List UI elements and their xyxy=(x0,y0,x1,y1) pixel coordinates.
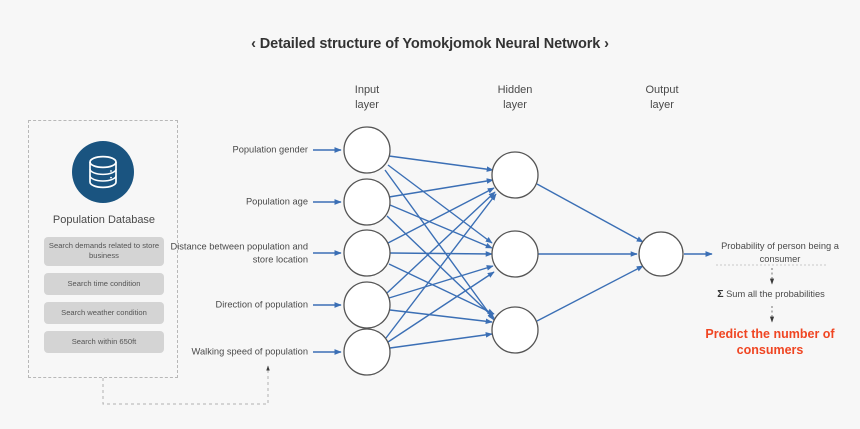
hidden-node-2 xyxy=(491,230,539,278)
input-node-2 xyxy=(343,178,391,226)
sigma-icon: Σ xyxy=(717,288,724,300)
hidden-node-3 xyxy=(491,306,539,354)
predict-consumers-label: Predict the number of consumers xyxy=(705,327,835,358)
input-layer-heading-line1: Input xyxy=(354,84,380,96)
probability-label: Probability of person being a consumer xyxy=(721,241,839,265)
query-chip-time[interactable]: Search time condition xyxy=(44,272,164,295)
output-node xyxy=(638,231,684,277)
page-title: ‹ Detailed structure of Yomokjomok Neura… xyxy=(251,36,609,52)
input-layer-nodes xyxy=(343,126,391,376)
population-database-panel: Population Database Search demands relat… xyxy=(28,120,178,378)
input-feature-label-age: Population age xyxy=(245,196,308,207)
sum-probabilities-label: Σ Sum all the probabilities xyxy=(696,288,846,300)
input-arrows xyxy=(313,147,342,355)
database-icon xyxy=(72,141,134,203)
hidden-layer-heading-line1: Hidden xyxy=(497,84,533,96)
input-node-3 xyxy=(343,229,391,277)
database-title: Population Database xyxy=(52,214,156,226)
output-layer-heading-line2: layer xyxy=(650,98,674,111)
input-feature-label-walking-speed: Walking speed of population xyxy=(191,346,308,357)
input-node-5 xyxy=(343,328,391,376)
sum-probabilities-text: Sum all the probabilities xyxy=(726,289,825,299)
input-feature-label-distance: Distance between population and store lo… xyxy=(170,241,309,264)
hidden-node-1 xyxy=(491,151,539,199)
output-layer-heading-line1: Output xyxy=(645,84,679,96)
output-layer-heading: Output layer xyxy=(617,83,707,113)
input-node-4 xyxy=(343,281,391,329)
input-feature-label-gender: Population gender xyxy=(232,144,308,155)
query-chip-weather[interactable]: Search weather condition xyxy=(44,301,164,324)
database-query-list: Search demands related to store business… xyxy=(44,237,164,360)
hidden-layer-heading: Hidden layer xyxy=(470,83,560,113)
input-feature-label-direction: Direction of population xyxy=(215,299,308,310)
query-chip-demands[interactable]: Search demands related to store business xyxy=(44,237,164,266)
input-node-1 xyxy=(343,126,391,174)
hidden-layer-nodes xyxy=(491,151,539,354)
input-hidden-connections xyxy=(384,155,497,349)
input-layer-heading-line2: layer xyxy=(355,98,379,111)
hidden-layer-heading-line2: layer xyxy=(503,98,527,111)
hidden-output-connections xyxy=(536,183,644,322)
input-layer-heading: Input layer xyxy=(322,83,412,113)
query-chip-radius[interactable]: Search within 650ft xyxy=(44,331,164,354)
